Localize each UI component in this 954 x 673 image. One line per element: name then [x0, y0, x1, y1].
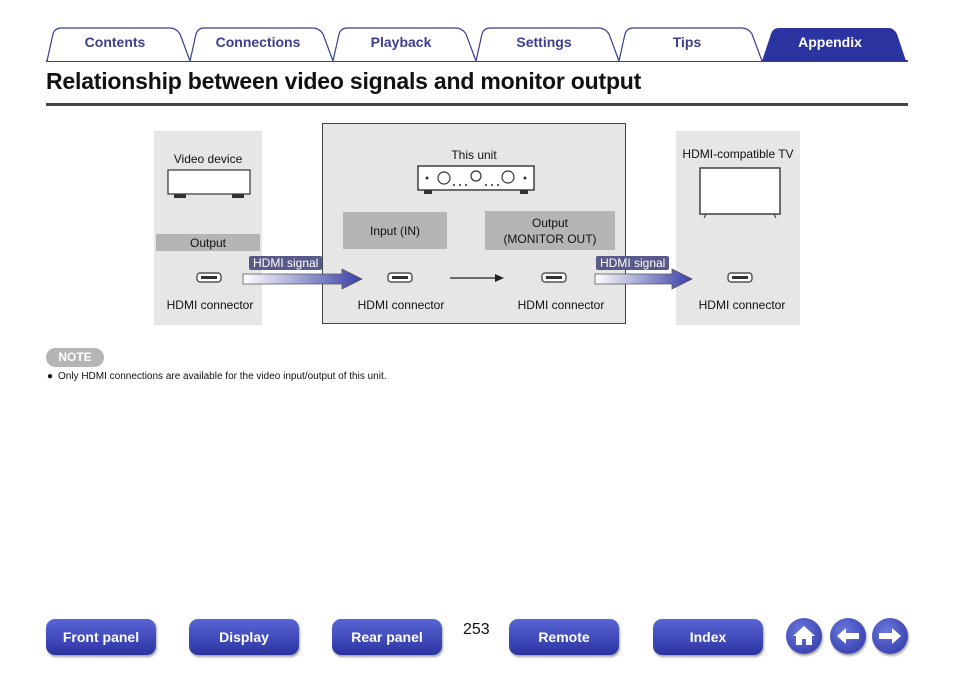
rear-panel-button[interactable]: Rear panel: [332, 619, 442, 655]
tab-connections[interactable]: Connections: [215, 34, 301, 50]
home-icon: [793, 626, 815, 645]
unit-input-box: Input (IN): [343, 212, 447, 249]
tab-playback[interactable]: Playback: [370, 34, 432, 50]
note-bullet: ●: [47, 371, 54, 382]
tv-panel: [676, 131, 800, 325]
arrow-right-icon: [879, 628, 901, 644]
hdmi-port-icon: [541, 272, 567, 283]
unit-in-connector-label: HDMI connector: [357, 298, 445, 312]
hdmi-port-icon: [196, 272, 222, 283]
hdmi-signal-tag-left: HDMI signal: [249, 256, 323, 270]
home-button[interactable]: [786, 618, 822, 654]
unit-output-line2: (MONITOR OUT): [503, 231, 597, 246]
tab-bar: Contents Connections Playback Settings T…: [0, 0, 954, 64]
av-receiver-icon: [417, 165, 535, 194]
video-device-connector-label: HDMI connector: [166, 298, 254, 312]
unit-out-connector-label: HDMI connector: [517, 298, 605, 312]
hdmi-port-icon: [387, 272, 413, 283]
hdmi-signal-arrow-right: [594, 268, 693, 290]
tab-settings[interactable]: Settings: [516, 34, 572, 50]
forward-button[interactable]: [872, 618, 908, 654]
page-number: 253: [463, 621, 490, 638]
hdmi-port-icon: [727, 272, 753, 283]
internal-signal-arrow: [450, 274, 504, 282]
hdmi-signal-tag-right: HDMI signal: [596, 256, 670, 270]
tv-connector-label: HDMI connector: [698, 298, 786, 312]
tab-tips[interactable]: Tips: [672, 34, 702, 50]
front-panel-button[interactable]: Front panel: [46, 619, 156, 655]
arrow-left-icon: [837, 628, 859, 644]
video-device-label: Video device: [173, 152, 243, 166]
unit-output-line1: Output: [531, 215, 569, 230]
tv-icon: [699, 167, 781, 219]
tab-contents[interactable]: Contents: [84, 34, 146, 50]
back-button[interactable]: [830, 618, 866, 654]
video-device-icon: [167, 169, 251, 198]
title-divider: [46, 103, 908, 106]
index-button[interactable]: Index: [653, 619, 763, 655]
tab-appendix[interactable]: Appendix: [798, 34, 862, 50]
video-device-output-box: Output: [156, 234, 260, 251]
this-unit-label: This unit: [451, 148, 497, 162]
tv-label: HDMI-compatible TV: [682, 147, 794, 161]
remote-button[interactable]: Remote: [509, 619, 619, 655]
note-badge: NOTE: [46, 348, 104, 367]
display-button[interactable]: Display: [189, 619, 299, 655]
video-device-panel: [154, 131, 262, 325]
note-text: Only HDMI connections are available for …: [58, 371, 387, 382]
tab-shapes: [46, 27, 908, 62]
hdmi-signal-arrow-left: [242, 268, 363, 290]
unit-output-box: Output (MONITOR OUT): [485, 211, 615, 250]
page-title: Relationship between video signals and m…: [46, 68, 642, 94]
